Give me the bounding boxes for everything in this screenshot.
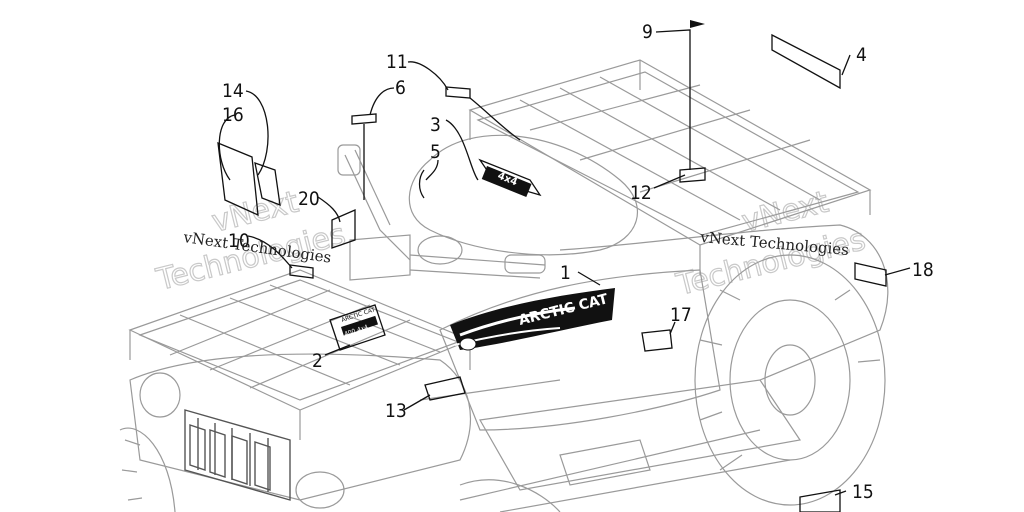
handlebar	[337, 144, 546, 279]
decal-16	[254, 162, 281, 207]
callout-2: 2	[312, 350, 323, 372]
callout-15: 15	[852, 481, 874, 503]
right-headlight	[295, 471, 345, 509]
callout-17: 17	[670, 304, 692, 326]
front-rack	[128, 269, 472, 440]
callout-9: 9	[642, 21, 653, 43]
callout-11: 11	[386, 51, 408, 73]
leader-lines	[218, 29, 911, 496]
callout-6: 6	[395, 77, 406, 99]
decal-11	[445, 86, 471, 99]
decal-9-flag	[690, 20, 705, 28]
front-hood	[129, 353, 471, 501]
front-wheel	[119, 427, 561, 512]
callout-18: 18	[912, 259, 934, 281]
seat	[408, 134, 638, 256]
rear-fender	[559, 224, 889, 381]
side-panel	[439, 269, 721, 431]
callout-10: 10	[228, 230, 250, 252]
decal-17	[641, 329, 673, 352]
decal-13	[424, 376, 466, 401]
decal-6	[351, 113, 377, 125]
callout-20: 20	[298, 188, 320, 210]
callout-numbers: 1 2 3 4 5 6 9 10 11 12 13 14 15 16 17 18…	[222, 21, 934, 503]
decal-20	[331, 209, 356, 249]
decal-5	[418, 169, 425, 199]
callout-12: 12	[630, 182, 652, 204]
decal-18	[854, 262, 887, 287]
callout-3: 3	[430, 114, 441, 136]
decal-12	[679, 167, 706, 183]
callout-4: 4	[856, 44, 867, 66]
headlight-pod	[349, 234, 411, 281]
decal-14	[217, 141, 259, 217]
rear-wheel	[694, 254, 886, 506]
callout-1: 1	[560, 262, 571, 284]
decal-1-side-graphic: ARCTIC CAT	[450, 288, 615, 351]
callout-14: 14	[222, 80, 244, 102]
atv-illustration	[119, 59, 889, 512]
decal-3-seat-badge: 4x4	[478, 158, 542, 197]
callout-5: 5	[430, 141, 441, 163]
decal-4	[771, 33, 841, 90]
callout-13: 13	[385, 400, 407, 422]
rear-rack	[468, 59, 872, 275]
left-headlight	[139, 372, 181, 418]
decal-10	[289, 264, 314, 279]
callout-16: 16	[222, 104, 244, 126]
footboard	[479, 379, 802, 491]
decal-15	[799, 489, 841, 512]
front-grille	[184, 409, 291, 501]
